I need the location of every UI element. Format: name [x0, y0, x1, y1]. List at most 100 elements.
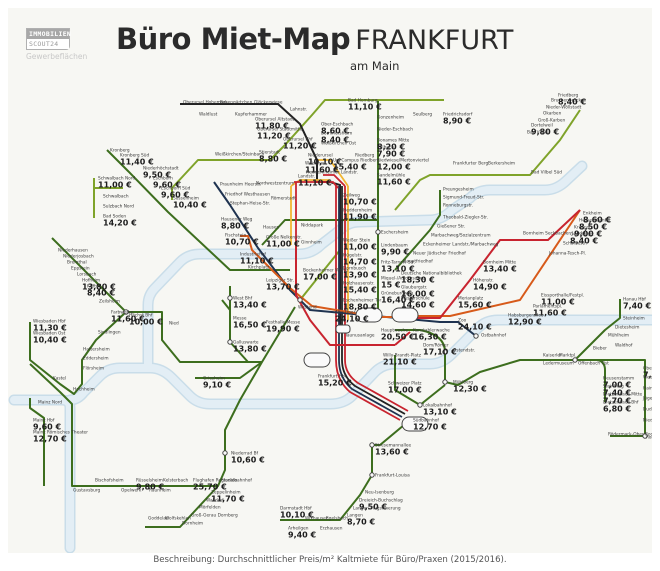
- station: Rödermark-Ober-Roden: [608, 432, 652, 438]
- station: Bad Vilbel: [527, 130, 548, 136]
- station: Groß-Gerau Dornberg: [191, 513, 238, 519]
- station-name: Hügelstr.: [343, 253, 362, 259]
- station-name: Oberursel Stadtmitte: [257, 127, 303, 133]
- station-name: Ostendstr.: [453, 348, 475, 354]
- station-price: 11,00 €: [343, 243, 377, 252]
- station-name: Holzhausenstr.: [343, 281, 375, 287]
- station: Wolfskehlen: [165, 516, 191, 522]
- station-price: 11,10 €: [348, 103, 382, 112]
- station-name: Festhalle/Messe: [266, 320, 300, 326]
- station-name: Goddelau: [148, 516, 169, 522]
- station-name: Lokalbahnhof: [423, 403, 452, 409]
- station-name: Lahnstr.: [290, 107, 307, 113]
- station: Raunheim: [149, 488, 171, 494]
- station-name: Marbachweg/Sozialzentrum: [431, 233, 491, 239]
- station-price: 13,40 €: [233, 301, 267, 310]
- station: Ronneburgstr.: [443, 203, 473, 209]
- station: Landstr.11,10 €: [298, 174, 332, 188]
- station-price: 12,90 €: [508, 318, 542, 327]
- station: Eschersheim: [381, 230, 408, 236]
- station-name: Enkheim: [583, 211, 602, 217]
- station-name: Dornbusch: [343, 266, 366, 272]
- station: Große Nelkenstr.11,00 €: [266, 235, 302, 249]
- station: Goddelau: [148, 516, 169, 522]
- station-price: 10,00 €: [129, 318, 163, 327]
- station: Opelwerk: [121, 488, 142, 494]
- station-name: Hanau Hbf: [623, 297, 646, 303]
- station: Eckenheimer Landstr./Marbachweg: [423, 242, 499, 248]
- station-price: 10,40 €: [33, 336, 67, 345]
- station-price: 17,00 €: [303, 273, 337, 282]
- station-name: Obertshausen: [643, 366, 652, 372]
- station-name: Lorsbach: [77, 272, 97, 278]
- station-name: Grüneburgweg: [381, 291, 413, 297]
- station-price: 8,60 €: [321, 127, 350, 136]
- station-name: Bad Homburg: [348, 98, 378, 104]
- station-price: 8,80 €: [259, 155, 288, 164]
- station-name: Wiesbaden Hbf: [33, 319, 66, 325]
- station-price: 9,40 €: [288, 531, 317, 540]
- station-price: 13,40 €: [483, 265, 517, 274]
- station: Zeilsheim: [99, 299, 120, 305]
- station-name: Bremthal: [67, 260, 87, 266]
- station-name: Sandelmühle: [377, 173, 405, 179]
- station: Johanna-Tesch-Pl.: [548, 251, 586, 257]
- station: Lorsbach: [77, 272, 97, 278]
- station-name: Bad Vilbel Süd: [531, 170, 562, 176]
- station-name: Jügesheim: [642, 396, 652, 402]
- station-name: Oberursel Hohemark: [183, 100, 228, 106]
- station: Kelsterbach: [163, 478, 188, 484]
- station-price: 15,40 €: [333, 163, 367, 172]
- station-name: Parlamentspl.: [533, 304, 562, 310]
- station-name: Hofheim: [82, 278, 100, 284]
- station-name: Kronberg: [110, 148, 130, 154]
- station: Ostendstr.: [453, 348, 475, 354]
- station-price: 9,50 €: [359, 503, 388, 512]
- station-name: Riedwiese/Mertonviertel: [377, 158, 429, 164]
- station-price: 10,40 €: [173, 201, 207, 210]
- station-name: Langen-Flugsicherung: [353, 506, 401, 512]
- ubahn-trunk: [290, 159, 409, 421]
- station-price: 11,00 €: [541, 298, 575, 307]
- station-name: Eddersheim: [83, 356, 109, 362]
- station: Preungesheim: [443, 187, 474, 193]
- station: Obertshausen7,20 €: [643, 366, 652, 380]
- station-name: Ostbahnhof: [481, 333, 506, 339]
- station: Waldlust: [199, 112, 218, 118]
- station-name: Okarben: [543, 111, 562, 117]
- station-price: 11,10 €: [298, 179, 332, 188]
- station-name: Sindlingen: [98, 330, 121, 336]
- station-name: Theobald-Ziegler-Str.: [442, 215, 488, 221]
- station: Egelsbach: [326, 516, 348, 522]
- station-price: 14,90 €: [473, 283, 507, 292]
- station-name: Kupferhammer: [235, 112, 267, 118]
- station-name: Mühlberg: [453, 380, 473, 386]
- station: Dudenhofen: [643, 407, 652, 413]
- station: Mörfelden: [199, 505, 221, 511]
- station: Römerstadt: [271, 196, 296, 202]
- station-price: 11,10 €: [240, 257, 274, 266]
- station: Niederhausen: [58, 248, 88, 254]
- station-name: Zoo: [458, 318, 467, 324]
- station-name: Praunheim Heerstr.: [220, 182, 261, 188]
- title-bold: Büro Miet-Map: [116, 22, 351, 56]
- station-name: Niederursel: [308, 153, 333, 159]
- station: Schwalbach: [103, 194, 129, 200]
- station-name: Westend: [298, 305, 317, 311]
- station: Rollwald: [646, 435, 652, 441]
